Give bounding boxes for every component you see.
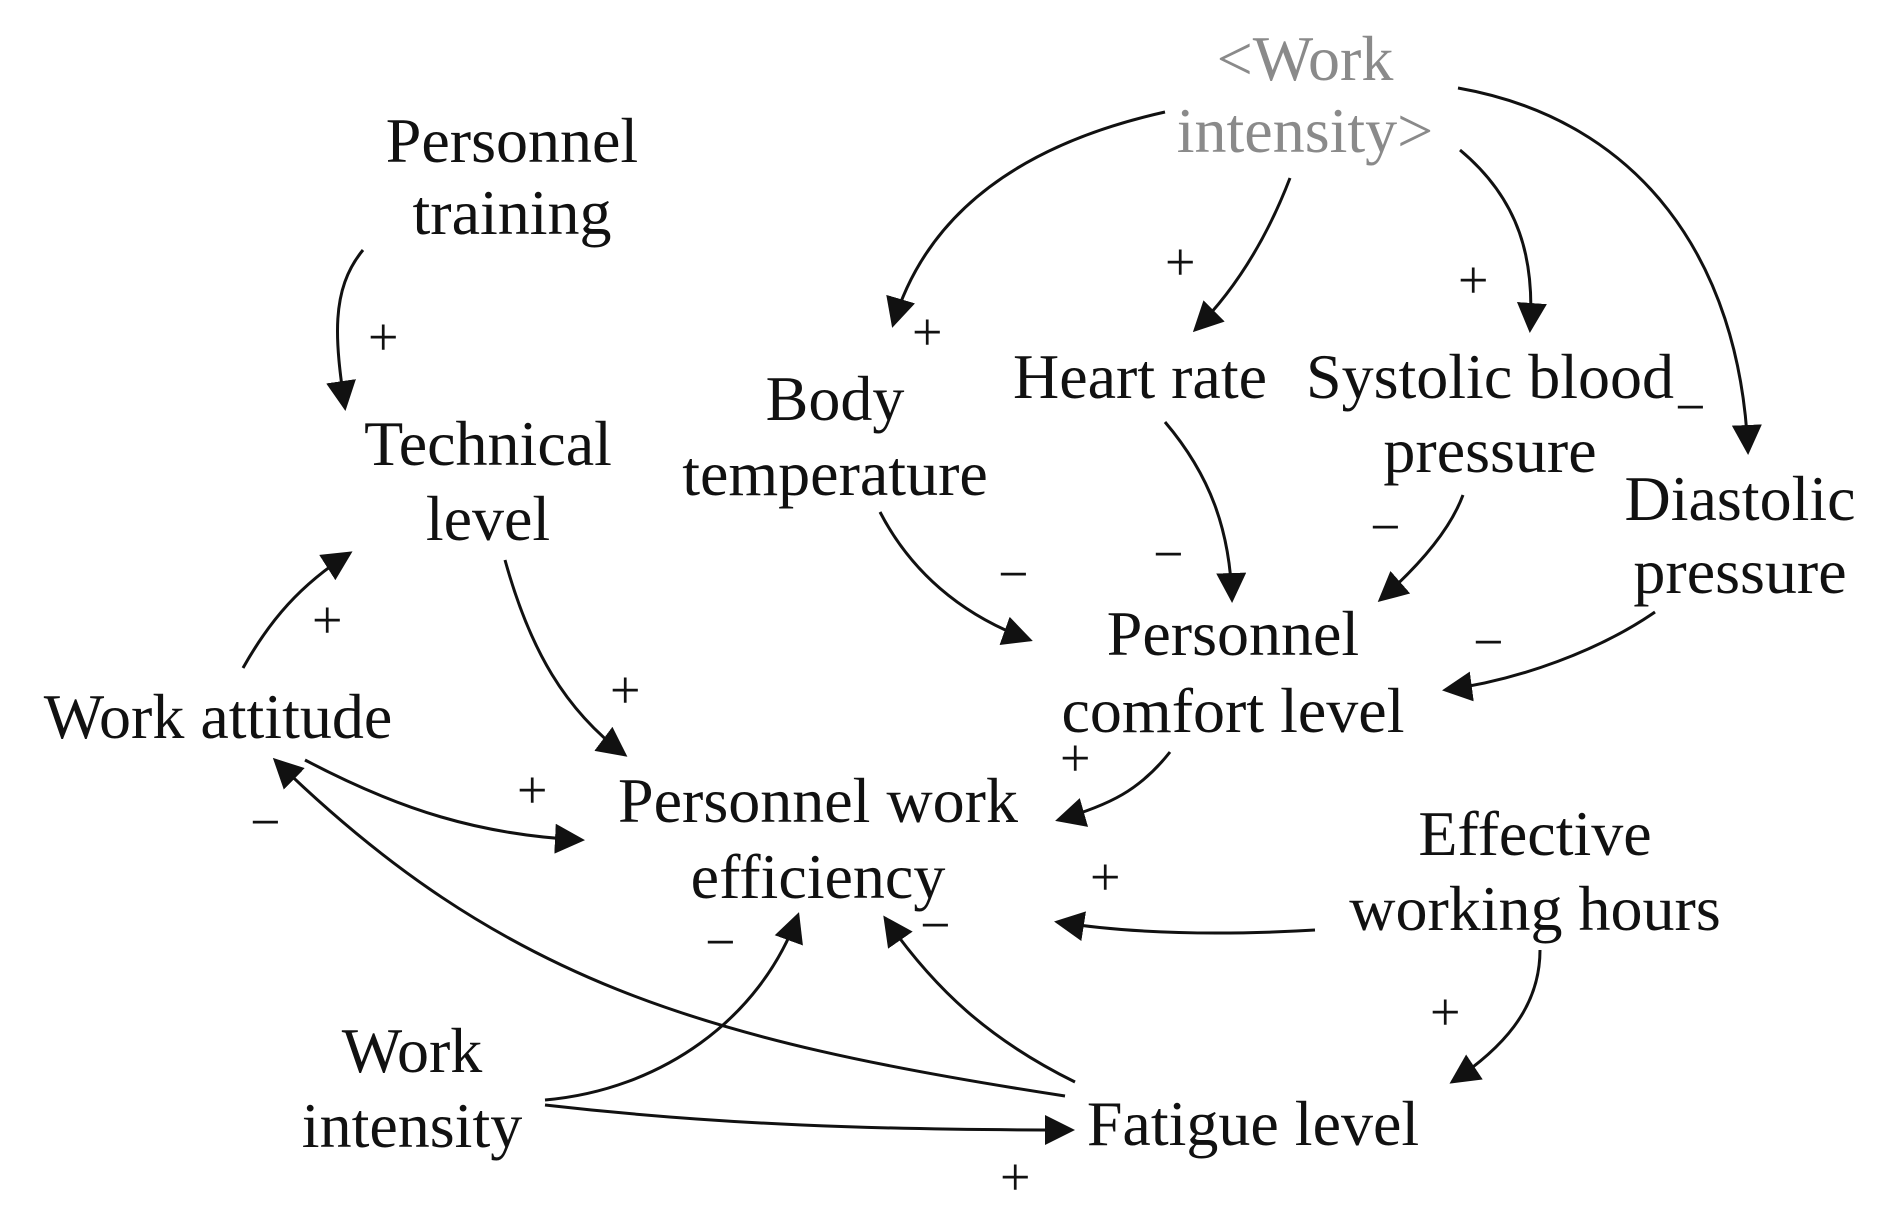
node-label-line: Personnel (1107, 598, 1359, 669)
node-label-line: Effective (1418, 798, 1651, 869)
node-label-line: Fatigue level (1087, 1088, 1419, 1159)
sign-training-to-technical: + (368, 307, 398, 367)
sign-technical-to-efficiency: + (610, 660, 640, 720)
node-technical-level: Technical level (364, 408, 612, 554)
link-effective-hours-to-efficiency (1054, 911, 1316, 941)
sign-fatigue-to-attitude: − (250, 792, 280, 852)
node-label-line: Work (342, 1015, 483, 1086)
sign-fatigue-to-efficiency: − (920, 895, 950, 955)
sign-body-temp-to-comfort: − (998, 544, 1028, 604)
node-effective-working-hours: Effective working hours (1349, 798, 1721, 944)
node-label-line: Personnel work (618, 765, 1018, 836)
link-work-intensity-shadow-to-body-temperature (886, 110, 1166, 328)
link-work-attitude-to-efficiency (304, 758, 585, 854)
node-label-line: <Work (1217, 23, 1394, 94)
sign-shadow-to-heart-rate: + (1165, 232, 1195, 292)
node-label-line: training (412, 177, 611, 248)
sign-shadow-to-diastolic: − (1675, 377, 1705, 437)
node-personnel-comfort-level: Personnel comfort level (1062, 598, 1405, 746)
sign-effective-hours-to-fatigue: + (1430, 982, 1460, 1042)
sign-systolic-to-comfort: − (1370, 497, 1400, 557)
link-comfort-to-efficiency (1055, 751, 1172, 827)
sign-attitude-to-technical: + (312, 590, 342, 650)
link-fatigue-to-efficiency (883, 915, 1076, 1084)
sign-shadow-to-body-temp: + (912, 302, 942, 362)
link-work-intensity-to-fatigue (544, 1103, 1075, 1145)
node-label-line: intensity (302, 1090, 522, 1161)
node-label-line: Systolic blood (1306, 341, 1674, 412)
node-label-line: intensity> (1177, 95, 1434, 166)
sign-work-intensity-to-efficiency: − (705, 912, 735, 972)
sign-attitude-to-efficiency: + (517, 760, 547, 820)
link-technical-level-to-efficiency (503, 559, 628, 757)
node-label-line: comfort level (1062, 675, 1405, 746)
node-diastolic-pressure: Diastolic pressure (1624, 463, 1855, 607)
sign-comfort-to-efficiency: + (1060, 728, 1090, 788)
node-label-line: pressure (1633, 536, 1846, 607)
node-work-intensity-shadow: <Work intensity> (1177, 23, 1434, 166)
link-body-temperature-to-comfort (878, 511, 1033, 646)
node-label-line: Personnel (386, 105, 638, 176)
node-label-line: Body (766, 363, 905, 434)
node-label-line: efficiency (691, 841, 946, 912)
sign-heart-rate-to-comfort: − (1153, 524, 1183, 584)
sign-diastolic-to-comfort: − (1473, 612, 1503, 672)
node-body-temperature: Body temperature (682, 363, 988, 509)
link-effective-hours-to-fatigue (1449, 949, 1542, 1084)
link-diastolic-to-comfort (1442, 610, 1656, 702)
node-label-line: working hours (1349, 873, 1721, 944)
node-label-line: Heart rate (1013, 341, 1267, 412)
link-work-intensity-to-efficiency (544, 912, 803, 1102)
node-work-attitude: Work attitude (44, 681, 393, 752)
node-work-intensity: Work intensity (302, 1015, 522, 1161)
nodes: <Work intensity> Personnel training Tech… (44, 23, 1856, 1161)
node-label-line: Diastolic (1624, 463, 1855, 534)
node-label-line: temperature (682, 438, 988, 509)
links (241, 86, 1762, 1145)
node-personnel-work-efficiency: Personnel work efficiency (618, 765, 1018, 912)
sign-effective-hours-to-efficiency: + (1090, 847, 1120, 907)
node-label-line: pressure (1383, 415, 1596, 486)
link-personnel-training-to-technical-level (326, 249, 365, 411)
link-work-intensity-shadow-to-systolic (1459, 148, 1547, 333)
node-label-line: Work attitude (44, 681, 393, 752)
link-work-intensity-shadow-to-diastolic (1457, 86, 1762, 455)
node-personnel-training: Personnel training (386, 105, 638, 248)
link-heart-rate-to-comfort (1163, 421, 1247, 603)
node-systolic-blood-pressure: Systolic blood pressure (1306, 341, 1674, 486)
link-fatigue-to-work-attitude (272, 757, 1066, 1098)
node-heart-rate: Heart rate (1013, 341, 1267, 412)
node-label-line: level (426, 483, 550, 554)
link-systolic-to-comfort (1377, 494, 1465, 602)
link-work-intensity-shadow-to-heart-rate (1192, 177, 1292, 333)
link-work-attitude-to-technical-level (241, 551, 353, 669)
sign-shadow-to-systolic: + (1458, 250, 1488, 310)
sign-work-intensity-to-fatigue: + (1000, 1147, 1030, 1207)
node-fatigue-level: Fatigue level (1087, 1088, 1419, 1159)
node-label-line: Technical (364, 408, 612, 479)
polarity-signs: + + + − + − − − − + + + + + + − − − + (250, 232, 1705, 1207)
